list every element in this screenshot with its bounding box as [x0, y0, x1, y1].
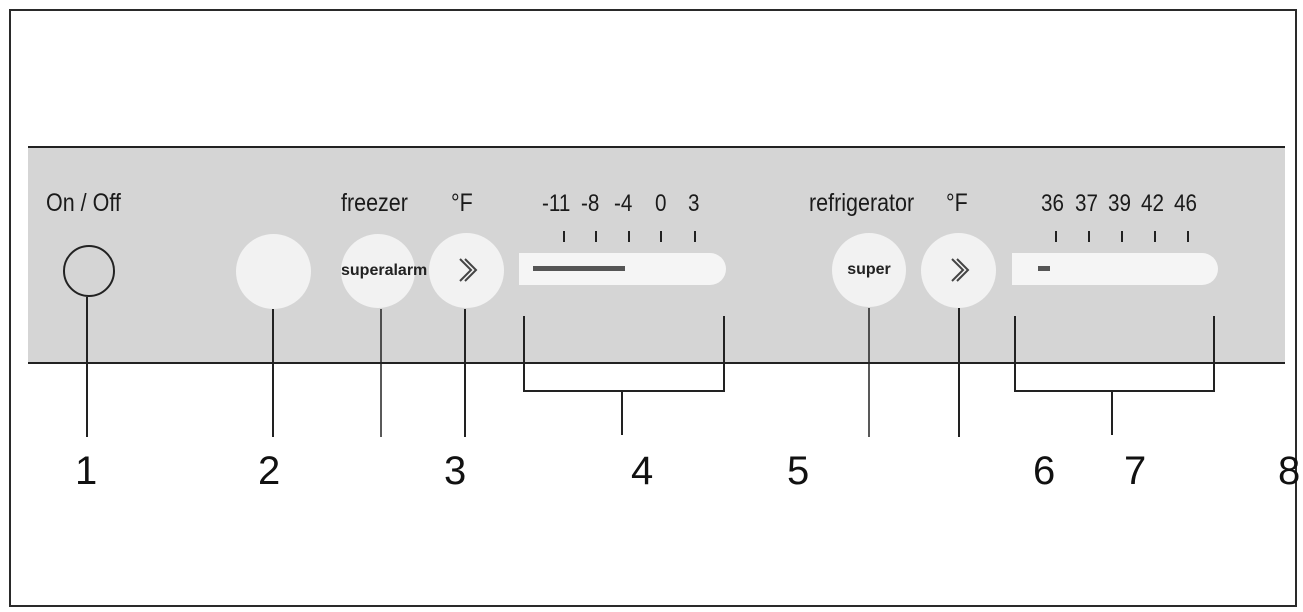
freezer-scale-tick-label: -8 [581, 190, 600, 217]
superalarm-button[interactable]: superalarm [341, 234, 428, 308]
chevron-right-icon [459, 258, 478, 282]
freezer-setting-button[interactable] [429, 233, 504, 308]
callout-number: 6 [1033, 449, 1056, 493]
callout-number: 7 [1124, 449, 1147, 493]
superalarm-button-label: superalarm [341, 262, 428, 279]
callout-number: 2 [258, 449, 281, 493]
refrigerator-scale-tick-label: 46 [1174, 190, 1197, 217]
refrigerator-scale-tick-label: 42 [1141, 190, 1164, 217]
refrigerator-unit-label: °F [946, 189, 968, 217]
refrigerator-setting-button[interactable] [921, 233, 996, 308]
refrigerator-temperature-display [1012, 253, 1218, 285]
callout-number: 3 [444, 449, 467, 493]
refrigerator-scale-tick-label: 37 [1075, 190, 1098, 217]
callout-number: 4 [631, 449, 654, 493]
chevron-right-icon [951, 258, 970, 282]
refrigerator-scale-tick-label: 39 [1108, 190, 1131, 217]
freezer-temperature-display [519, 253, 726, 285]
freezer-scale-tick-label: -4 [614, 190, 633, 217]
refrigerator-temperature-level [1038, 266, 1050, 271]
callout-number: 1 [75, 449, 98, 493]
on-off-label: On / Off [46, 189, 121, 217]
freezer-temperature-level [533, 266, 625, 271]
super-button-label: super [847, 261, 891, 278]
freezer-unit-label: °F [451, 189, 473, 217]
refrigerator-scale-tick-label: 36 [1041, 190, 1064, 217]
freezer-scale-tick-label: 3 [688, 190, 700, 217]
callout-number: 5 [787, 449, 810, 493]
refrigerator-label: refrigerator [809, 189, 915, 217]
freezer-scale-tick-label: -11 [542, 190, 571, 217]
freezer-scale-tick-label: 0 [655, 190, 667, 217]
super-button[interactable]: super [832, 233, 906, 307]
on-off-button[interactable] [63, 245, 115, 297]
freezer-label: freezer [341, 189, 408, 217]
callout-number: 8 [1278, 449, 1301, 493]
alarm-off-button[interactable] [236, 234, 311, 309]
